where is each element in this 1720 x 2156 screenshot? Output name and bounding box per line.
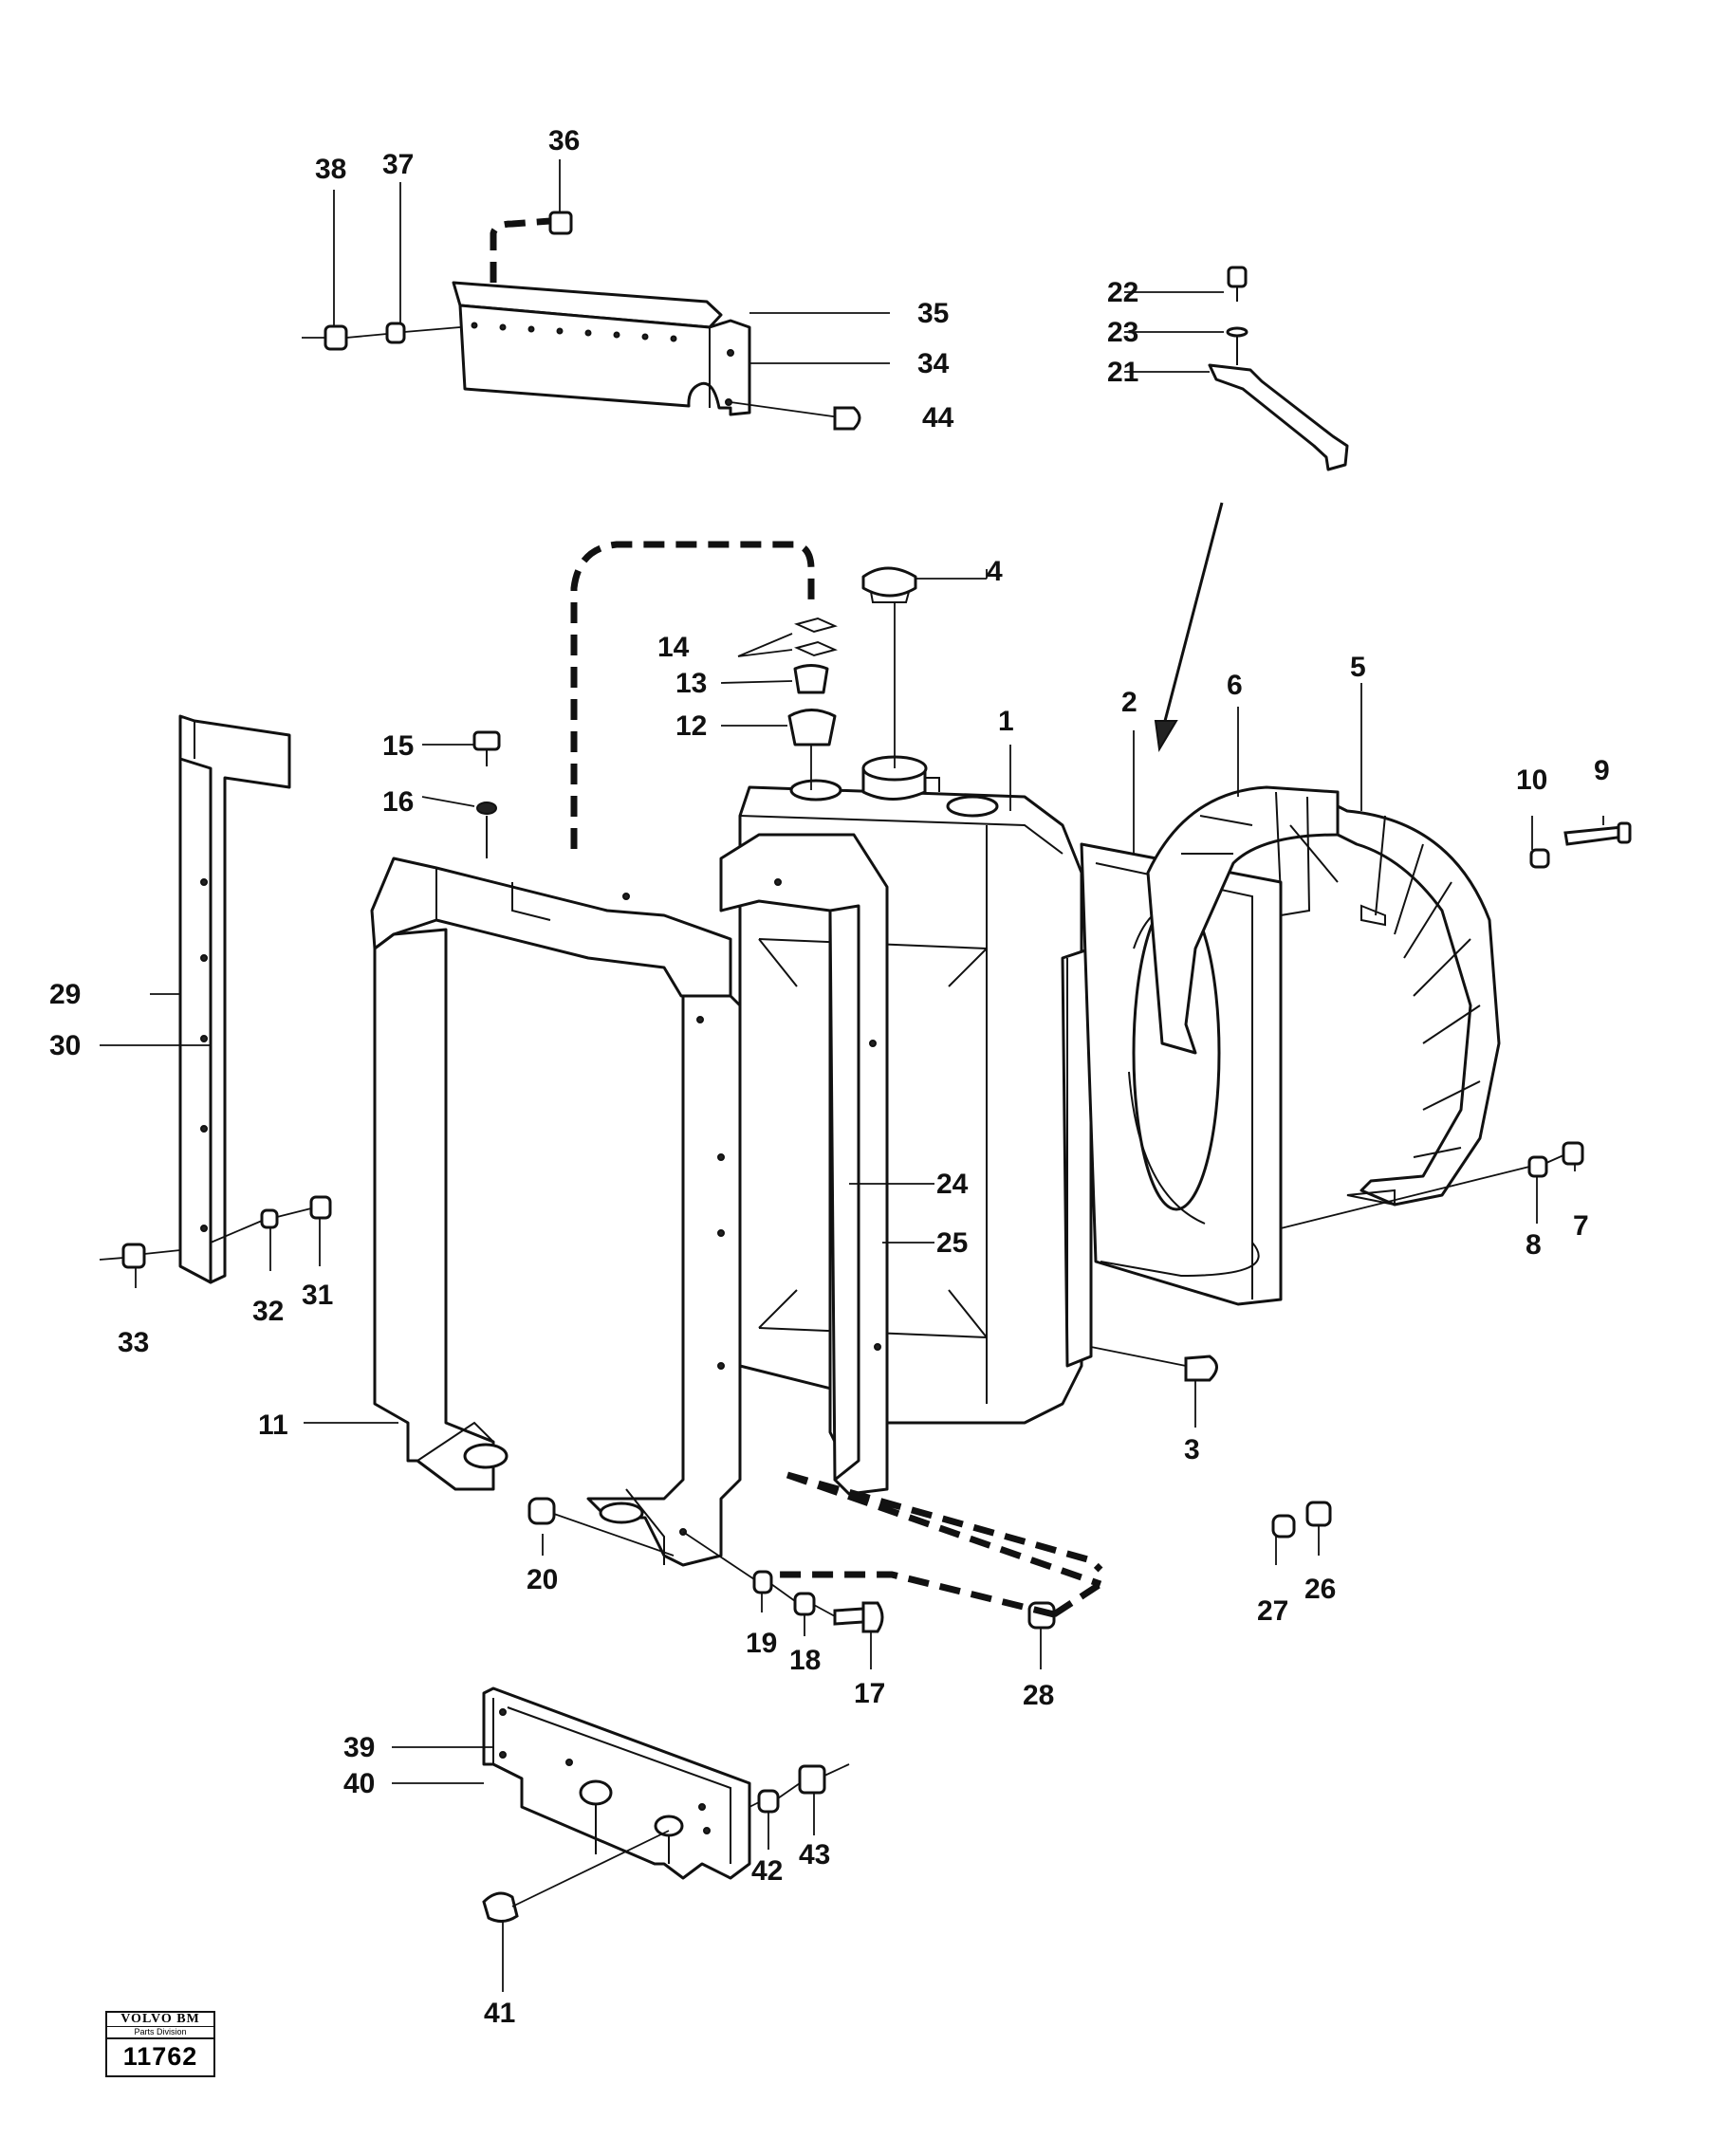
bracket: [1154, 266, 1349, 752]
callout-6: 6: [1227, 670, 1243, 701]
top-cover-plate: [302, 211, 861, 431]
callout-14: 14: [657, 632, 690, 663]
callout-43: 43: [799, 1839, 830, 1870]
callout-29: 29: [49, 979, 81, 1010]
brand-label: VOLVO BM: [107, 2013, 213, 2027]
callout-41: 41: [484, 1998, 515, 2029]
callout-13: 13: [675, 668, 707, 699]
side-channels: [719, 833, 1103, 1588]
callout-40: 40: [343, 1768, 375, 1799]
fan: [1280, 804, 1632, 1229]
callout-10: 10: [1516, 765, 1547, 796]
callout-44: 44: [922, 402, 954, 433]
callout-42: 42: [751, 1855, 783, 1887]
side-cover-strips: [99, 714, 332, 1284]
callout-35: 35: [917, 298, 949, 329]
callout-3: 3: [1184, 1434, 1200, 1465]
callout-32: 32: [252, 1296, 284, 1327]
callout-31: 31: [302, 1280, 333, 1311]
callout-17: 17: [854, 1678, 885, 1709]
callout-7: 7: [1573, 1210, 1589, 1242]
callout-21: 21: [1107, 357, 1138, 388]
callout-9: 9: [1594, 755, 1610, 786]
radiator: [738, 755, 1093, 1425]
callout-24: 24: [936, 1169, 969, 1200]
callout-30: 30: [49, 1030, 81, 1061]
callout-20: 20: [527, 1564, 558, 1595]
callout-12: 12: [675, 710, 707, 742]
fan-shroud-frame: [370, 541, 815, 1567]
division-label: Parts Division: [107, 2027, 213, 2039]
callout-4: 4: [987, 556, 1003, 587]
callout-26: 26: [1304, 1574, 1336, 1605]
callout-2: 2: [1121, 687, 1137, 718]
callout-labels: 1 2 3 4 5 6 7 8 9 10 11 12 13 14 15 16 1…: [49, 125, 1610, 2029]
callout-25: 25: [936, 1227, 968, 1259]
callout-27: 27: [1257, 1595, 1288, 1627]
volvo-bm-logo-box: VOLVO BM Parts Division 11762: [105, 2011, 215, 2077]
callout-19: 19: [746, 1628, 777, 1659]
callout-leaders: [100, 159, 1604, 1850]
callout-36: 36: [548, 125, 580, 157]
callout-5: 5: [1350, 652, 1366, 683]
bottom-plate: [482, 1686, 850, 1992]
callout-39: 39: [343, 1732, 375, 1763]
callout-37: 37: [382, 149, 414, 180]
callout-15: 15: [382, 730, 414, 762]
cap-and-seals: [787, 566, 987, 790]
callout-28: 28: [1023, 1680, 1054, 1711]
callout-8: 8: [1526, 1229, 1542, 1261]
callout-22: 22: [1107, 277, 1138, 308]
callout-18: 18: [789, 1645, 821, 1676]
callout-1: 1: [998, 706, 1014, 737]
callout-33: 33: [118, 1327, 149, 1358]
callout-38: 38: [315, 154, 346, 185]
callout-23: 23: [1107, 317, 1138, 348]
callout-16: 16: [382, 786, 414, 818]
callout-34: 34: [917, 348, 950, 379]
callout-11: 11: [258, 1410, 288, 1441]
drawing-number: 11762: [122, 2042, 198, 2071]
